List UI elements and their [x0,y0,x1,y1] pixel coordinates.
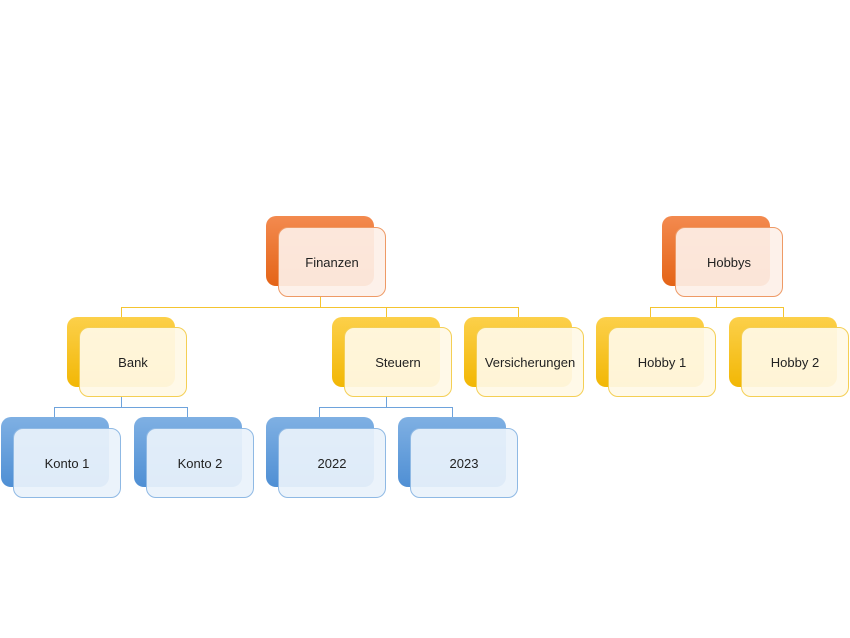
node-hobby1[interactable]: Hobby 1 [608,327,716,397]
connector [518,307,519,317]
node-bank[interactable]: Bank [79,327,187,397]
connector [319,407,453,408]
node-2022[interactable]: 2022 [278,428,386,498]
node-finanzen[interactable]: Finanzen [278,227,386,297]
connector [121,307,122,317]
connector [319,407,320,417]
node-label: 2022 [317,455,347,471]
node-label: Konto 2 [177,455,223,471]
connector [783,307,784,317]
connector [716,297,717,307]
connector [320,297,321,307]
node-versicherungen[interactable]: Versicherungen [476,327,584,397]
connector [386,397,387,407]
connector [54,407,188,408]
node-label: Konto 1 [44,455,90,471]
node-konto1[interactable]: Konto 1 [13,428,121,498]
connector [650,307,783,308]
connector [452,407,453,417]
node-hobbys[interactable]: Hobbys [675,227,783,297]
node-2023[interactable]: 2023 [410,428,518,498]
connector [187,407,188,417]
node-label: Hobby 1 [637,354,687,370]
connector [386,307,387,317]
node-label: Hobbys [706,254,752,270]
node-steuern[interactable]: Steuern [344,327,452,397]
node-label: Finanzen [305,254,359,270]
node-label: Bank [118,354,148,370]
node-label: Versicherungen [484,354,576,370]
connector [121,397,122,407]
connector [650,307,651,317]
connector [121,307,519,308]
node-label: Hobby 2 [770,354,820,370]
node-hobby2[interactable]: Hobby 2 [741,327,849,397]
connector [54,407,55,417]
node-label: Steuern [375,354,421,370]
node-konto2[interactable]: Konto 2 [146,428,254,498]
node-label: 2023 [449,455,479,471]
